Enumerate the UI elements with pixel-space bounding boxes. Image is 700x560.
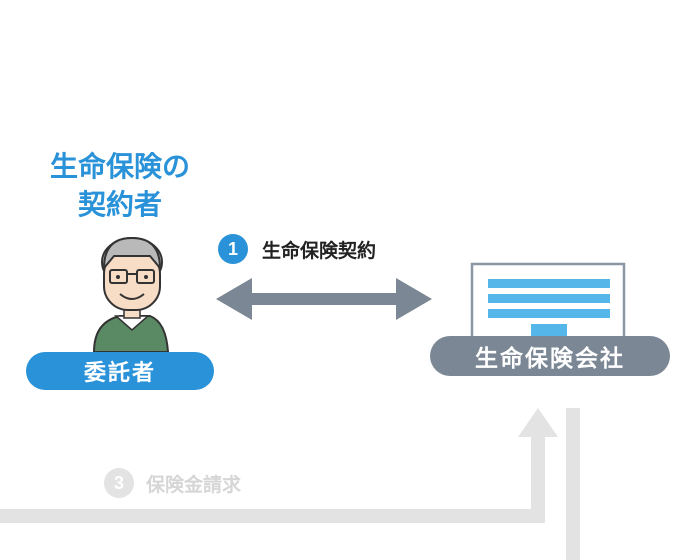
- step-3-label: 保険金請求: [146, 473, 242, 496]
- step-1: 1 生命保険契約: [218, 234, 376, 264]
- contractor-title-line1: 生命保険の: [49, 150, 190, 183]
- person-illustration: [92, 236, 170, 353]
- building-illustration: [470, 262, 626, 346]
- claim-flow-path: [0, 408, 580, 560]
- contract-double-arrow: [216, 278, 432, 320]
- step-3: 3 保険金請求: [104, 468, 241, 498]
- contractor-role-badge: 委託者: [26, 352, 214, 390]
- contractor-title: 生命保険の 契約者: [20, 148, 220, 224]
- step-1-label: 生命保険契約: [262, 239, 377, 262]
- step-3-number-badge: 3: [104, 468, 134, 498]
- step-1-number-badge: 1: [218, 234, 248, 264]
- company-label-badge: 生命保険会社: [430, 336, 670, 376]
- contractor-title-line2: 契約者: [77, 188, 162, 221]
